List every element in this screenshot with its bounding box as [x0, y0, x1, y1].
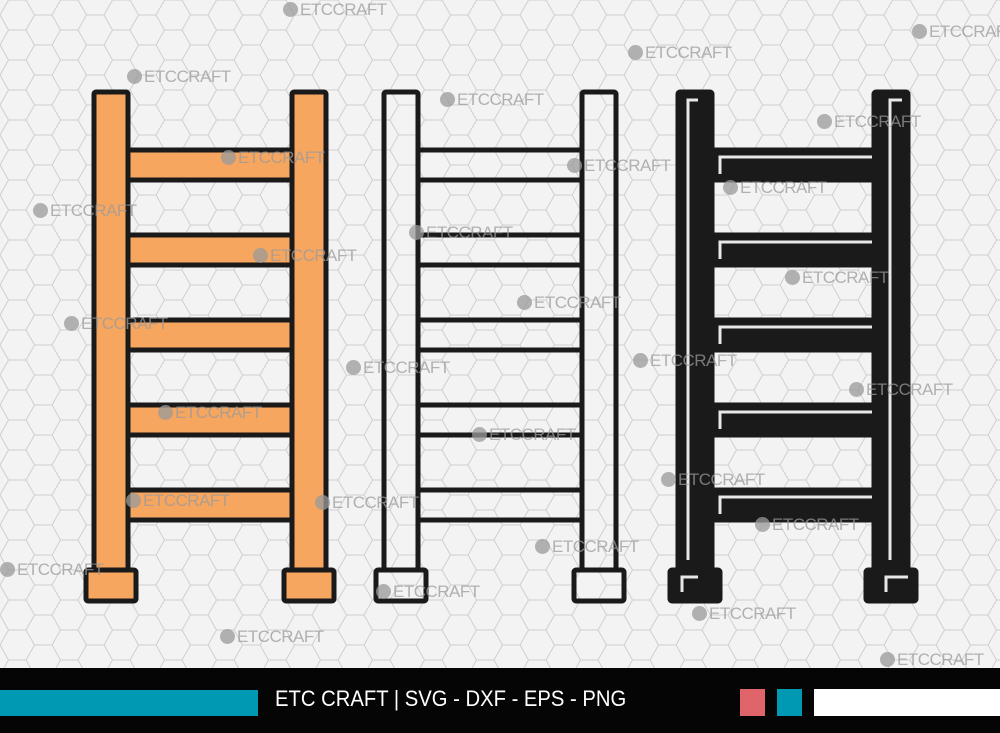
etc-craft-logo-icon: [535, 539, 550, 554]
etc-craft-logo-icon: [346, 360, 361, 375]
watermark: ETCCRAFT: [567, 156, 671, 176]
highlight-line: [680, 575, 698, 592]
etc-craft-logo-icon: [440, 92, 455, 107]
etc-craft-logo-icon: [849, 382, 864, 397]
ladder-rung: [709, 232, 877, 268]
etc-craft-logo-icon: [376, 584, 391, 599]
ladder-rail-left: [675, 89, 715, 573]
ladders-illustration: [0, 0, 1000, 668]
watermark: ETCCRAFT: [315, 493, 419, 513]
ladder-outline: [373, 89, 627, 604]
etc-craft-logo-icon: [315, 495, 330, 510]
etc-craft-logo-icon: [283, 2, 298, 17]
watermark: ETCCRAFT: [221, 148, 325, 168]
etc-craft-logo-icon: [221, 150, 236, 165]
highlight-line: [686, 98, 698, 560]
watermark: ETCCRAFT: [253, 246, 357, 266]
watermark: ETCCRAFT: [785, 268, 889, 288]
ladder-black: [667, 89, 919, 604]
watermark: ETCCRAFT: [0, 560, 104, 580]
etc-craft-logo-icon: [64, 316, 79, 331]
artwork-canvas: [0, 0, 1000, 668]
etc-craft-logo-icon: [567, 158, 582, 173]
watermark: ETCCRAFT: [535, 537, 639, 557]
separator: |: [393, 686, 400, 711]
highlight-line: [884, 575, 908, 592]
teal-square: [777, 689, 802, 716]
etc-craft-logo-icon: [409, 225, 424, 240]
watermark: ETCCRAFT: [880, 650, 984, 670]
etc-craft-logo-icon: [253, 248, 268, 263]
watermark: ETCCRAFT: [376, 582, 480, 602]
ladder-orange: [83, 89, 337, 604]
etc-craft-logo-icon: [755, 517, 770, 532]
etc-craft-logo-icon: [472, 427, 487, 442]
pink-square: [740, 689, 765, 716]
etc-craft-logo-icon: [158, 405, 173, 420]
watermark: ETCCRAFT: [472, 425, 576, 445]
watermark: ETCCRAFT: [33, 201, 137, 221]
ladder-foot-right: [863, 567, 919, 604]
footer-banner: ETC CRAFT | SVG - DXF - EPS - PNG: [0, 668, 1000, 733]
watermark: ETCCRAFT: [220, 627, 324, 647]
watermark: ETCCRAFT: [409, 223, 513, 243]
etc-craft-logo-icon: [880, 652, 895, 667]
ladder-rung: [709, 147, 877, 183]
etc-craft-logo-icon: [661, 472, 676, 487]
watermark: ETCCRAFT: [817, 112, 921, 132]
etc-craft-logo-icon: [692, 606, 707, 621]
watermark: ETCCRAFT: [64, 314, 168, 334]
etc-craft-logo-icon: [517, 295, 532, 310]
ladder-rung: [709, 317, 877, 353]
highlight-line: [718, 325, 872, 344]
ladder-foot-left: [373, 567, 429, 604]
etc-craft-logo-icon: [817, 114, 832, 129]
watermark: ETCCRAFT: [283, 0, 387, 20]
watermark: ETCCRAFT: [517, 293, 621, 313]
watermark: ETCCRAFT: [126, 491, 230, 511]
etc-craft-logo-icon: [912, 24, 927, 39]
watermark: ETCCRAFT: [723, 178, 827, 198]
watermark: ETCCRAFT: [158, 403, 262, 423]
highlight-line: [888, 98, 902, 560]
ladder-rung: [709, 402, 877, 438]
watermark: ETCCRAFT: [755, 515, 859, 535]
etc-craft-logo-icon: [126, 493, 141, 508]
ladder-foot-right: [571, 567, 627, 604]
watermark: ETCCRAFT: [633, 351, 737, 371]
ladder-foot-left: [667, 567, 723, 604]
etc-craft-logo-icon: [127, 69, 142, 84]
etc-craft-logo-icon: [628, 45, 643, 60]
watermark: ETCCRAFT: [912, 22, 1000, 42]
etc-craft-logo-icon: [723, 180, 738, 195]
etc-craft-logo-icon: [33, 203, 48, 218]
highlight-line: [718, 410, 872, 429]
watermark: ETCCRAFT: [127, 67, 231, 87]
file-formats: SVG - DXF - EPS - PNG: [404, 686, 627, 711]
watermark: ETCCRAFT: [346, 358, 450, 378]
watermark: ETCCRAFT: [628, 43, 732, 63]
ladder-foot-left: [83, 567, 139, 604]
etc-craft-logo-icon: [220, 629, 235, 644]
white-bar: [814, 689, 1000, 716]
ladder-rung: [415, 487, 585, 523]
footer-text: ETC CRAFT | SVG - DXF - EPS - PNG: [275, 686, 626, 712]
etc-craft-logo-icon: [0, 562, 15, 577]
highlight-line: [718, 495, 872, 514]
brand-name: ETC CRAFT: [275, 686, 389, 711]
ladder-foot-right: [281, 567, 337, 604]
highlight-line: [718, 155, 872, 174]
teal-bar: [0, 690, 258, 716]
highlight-line: [718, 240, 872, 259]
etc-craft-logo-icon: [633, 353, 648, 368]
ladder-rung: [415, 317, 585, 353]
etc-craft-logo-icon: [785, 270, 800, 285]
watermark: ETCCRAFT: [692, 604, 796, 624]
watermark: ETCCRAFT: [440, 90, 544, 110]
watermark: ETCCRAFT: [849, 380, 953, 400]
ladder-rung: [415, 147, 585, 183]
watermark: ETCCRAFT: [661, 470, 765, 490]
